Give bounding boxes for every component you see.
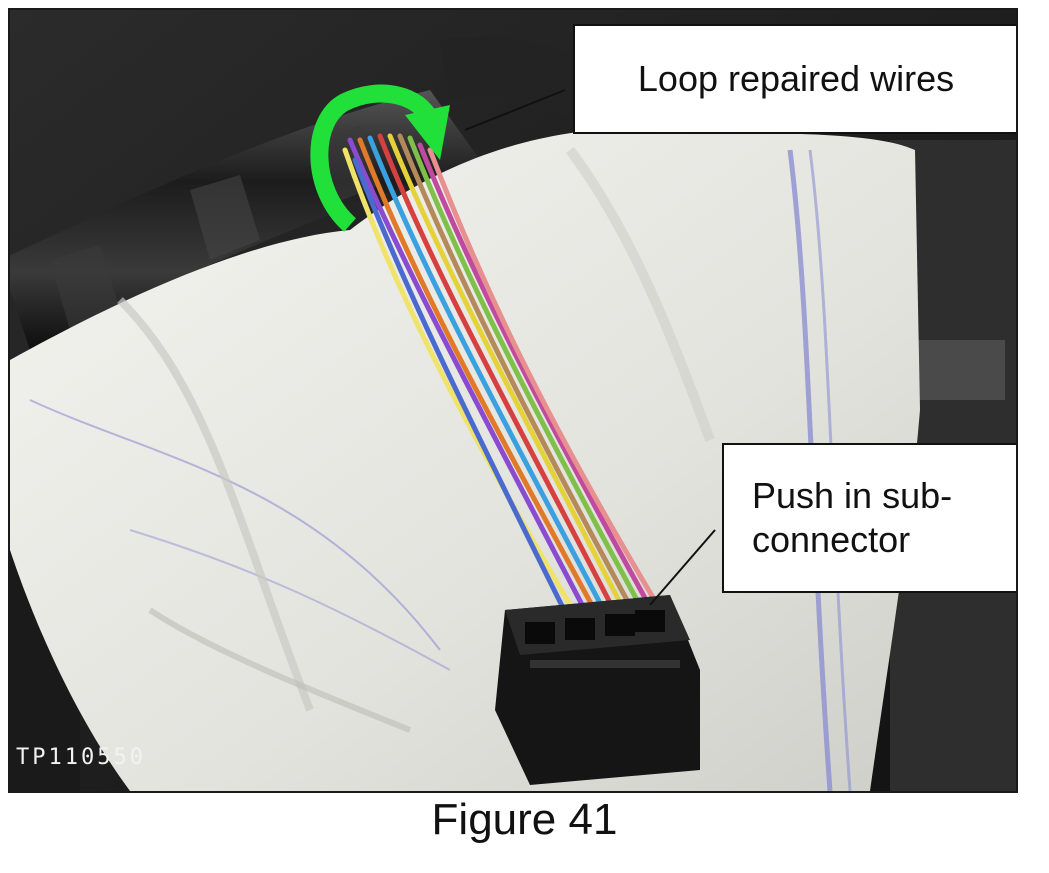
photo: Loop repaired wires Push in sub- connect…: [8, 8, 1018, 793]
callout-bottom-pointer: [649, 529, 716, 606]
wire-bundle: [342, 133, 673, 629]
shop-towel: [10, 128, 920, 791]
callout-loop-wires: Loop repaired wires: [573, 24, 1016, 134]
figure-caption: Figure 41: [431, 795, 618, 844]
photo-id: TP110550: [16, 745, 146, 770]
photo-scene: [10, 10, 1016, 791]
callout-push-connector: Push in sub- connector: [722, 443, 1016, 593]
bracket-part: [915, 340, 1005, 400]
loop-arrow-icon: [310, 84, 450, 232]
sub-connector: [495, 595, 700, 785]
callout-top-pointer: [464, 89, 566, 131]
